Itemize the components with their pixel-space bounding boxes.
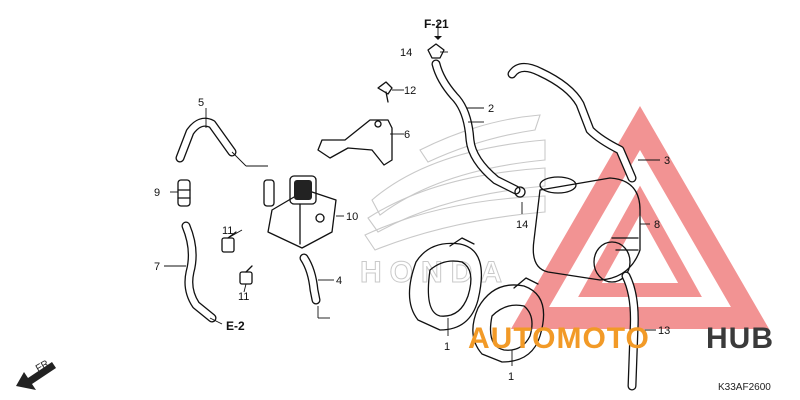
diagram-code: K33AF2600 <box>718 382 771 393</box>
hose-2 <box>431 59 521 195</box>
callout-9: 9 <box>154 187 160 199</box>
bolt-12 <box>377 81 393 103</box>
callout-11-upper: 11 <box>222 225 233 237</box>
watermark-triangle <box>510 106 770 329</box>
callout-12: 12 <box>404 85 416 97</box>
band-1-upper <box>408 237 482 331</box>
hose-5 <box>175 117 237 163</box>
watermark-part1: AUTOMOTO <box>468 322 650 355</box>
callout-1-lower: 1 <box>508 371 514 383</box>
ref-e2: E-2 <box>226 319 245 333</box>
callout-1-upper: 1 <box>444 341 450 353</box>
callout-2: 2 <box>488 103 494 115</box>
callout-14-mid: 14 <box>516 219 528 231</box>
hose-13 <box>621 271 639 391</box>
watermark-part2: HUB <box>706 322 774 355</box>
honda-logo-text: HONDA <box>360 256 510 289</box>
hose-3 <box>507 63 637 183</box>
air-separator-8 <box>532 176 641 283</box>
hose-7 <box>181 221 217 323</box>
callout-8: 8 <box>654 219 660 231</box>
clip-14-mid <box>514 186 526 198</box>
callout-6: 6 <box>404 129 410 141</box>
watermark-text: AUTOMOTO HUB <box>468 322 774 355</box>
clip-14-top <box>427 43 445 59</box>
leader-lines <box>164 22 660 366</box>
callout-11-lower: 11 <box>238 291 249 303</box>
joint-9 <box>177 179 191 207</box>
ref-f21: F-21 <box>424 17 449 31</box>
front-arrow: FR. <box>16 357 56 390</box>
bracket-6 <box>317 119 393 166</box>
callout-10: 10 <box>346 211 358 223</box>
callout-7: 7 <box>154 261 160 273</box>
callout-5: 5 <box>198 97 204 109</box>
honda-wing-logo: HONDA <box>360 114 546 290</box>
callout-4: 4 <box>336 275 342 287</box>
air-injection-valve-10 <box>263 175 337 249</box>
callout-13: 13 <box>658 325 670 337</box>
hose-4 <box>299 253 321 305</box>
callout-3: 3 <box>664 155 670 167</box>
band-1-lower <box>472 277 545 363</box>
callout-14-top: 14 <box>400 47 412 59</box>
front-label: FR. <box>34 357 53 375</box>
bolt-11-lower <box>239 265 253 285</box>
